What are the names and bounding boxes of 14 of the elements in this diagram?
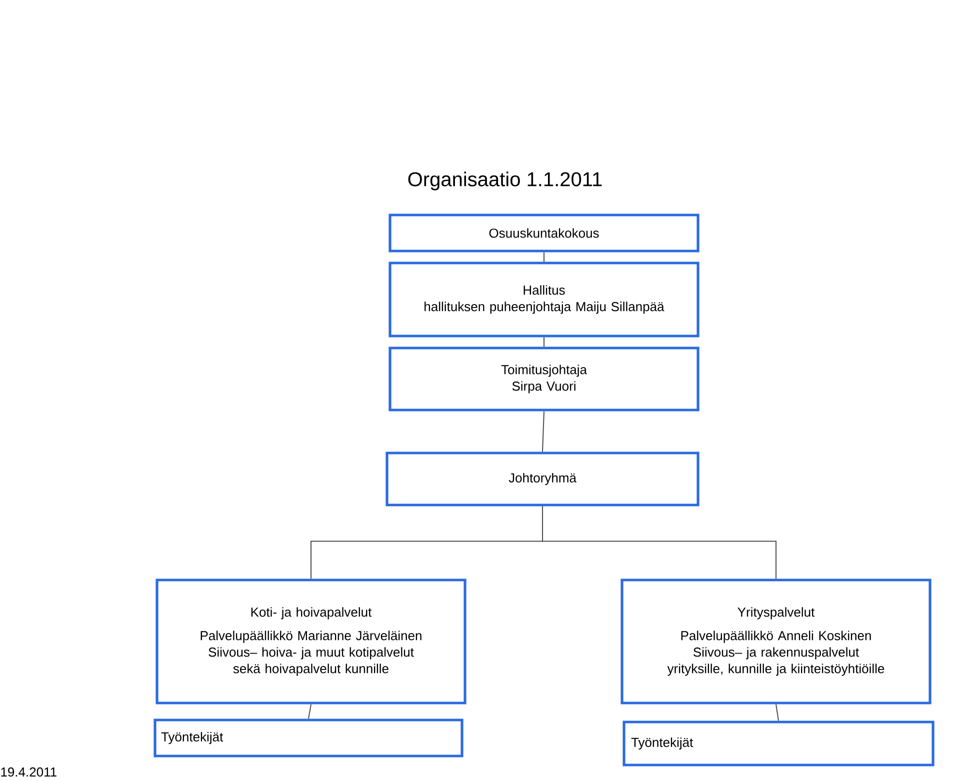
org-box: Hallitus hallituksen puheenjohtaja Maiju Sillanpää <box>388 262 700 338</box>
date-label: 19.4.2011 <box>1 767 56 777</box>
title: Organisaatio 1.1.2011 <box>408 172 602 190</box>
org-box: Työntekijät <box>622 720 934 766</box>
connector-line <box>542 506 776 580</box>
org-box: Työntekijät <box>154 718 464 758</box>
org-box: Osuuskuntakokous <box>388 214 700 252</box>
org-box: Toimitusjohtaja Sirpa Vuori <box>388 346 700 412</box>
connector-line <box>776 704 780 722</box>
org-box: Koti- ja hoivapalvelut Palvelupäällikkö Marianne Järveläinen Siivous– hoiva- ja muut kotipalvelut sekä hoivapalvelut kunnille <box>156 578 466 704</box>
connector-line <box>542 410 544 452</box>
org-box: Yrityspalvelut Palvelupäällikkö Anneli Koskinen Siivous– ja rakennuspalvelut yrityksille, kunnille ja kiinteistöyhtiöille <box>620 578 932 704</box>
connector-line <box>308 704 312 720</box>
org-box: Johtoryhmä <box>386 452 700 506</box>
